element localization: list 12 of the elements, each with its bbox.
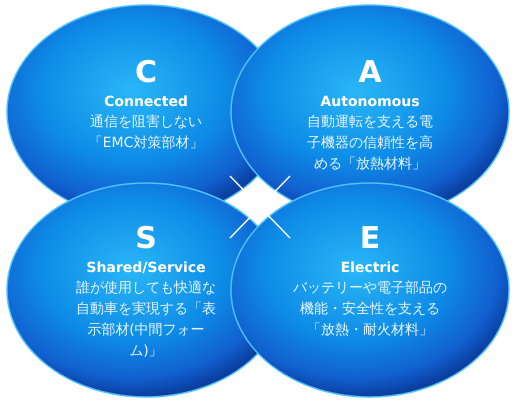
category-title: Shared/Service xyxy=(86,259,206,278)
category-title: Autonomous xyxy=(320,93,420,112)
category-title: Connected xyxy=(104,93,188,112)
letter-heading: C xyxy=(134,56,158,90)
category-title: Electric xyxy=(340,259,400,278)
letter-heading: S xyxy=(135,222,157,256)
description-text: 自動運転を支える電子機器の信頼性を高める「放熱材料」 xyxy=(306,113,434,174)
letter-heading: A xyxy=(358,56,382,90)
description-text: 通信を阻害しない「EMC対策部材」 xyxy=(88,113,204,153)
description-text: 誰が使用しても快適な自動車を実現する「表示部材(中間フォーム)」 xyxy=(75,279,217,361)
description-text: バッテリーや電子部品の機能・安全性を支える「放熱・耐火材料」 xyxy=(292,279,448,340)
letter-heading: E xyxy=(360,222,380,256)
